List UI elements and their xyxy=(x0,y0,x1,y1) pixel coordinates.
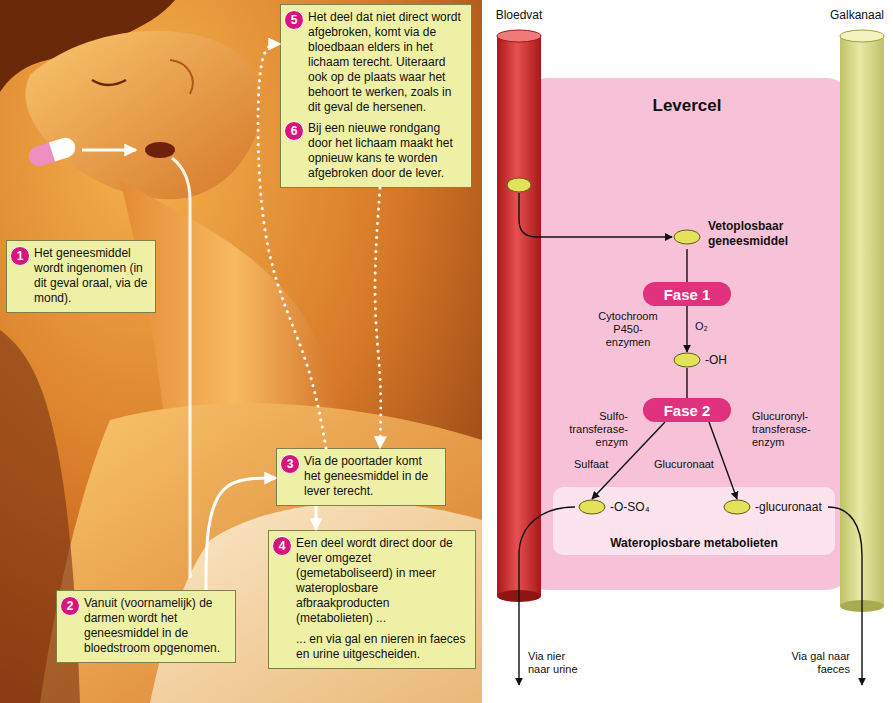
molecule-oval xyxy=(579,500,605,514)
phase-badge: Fase 1 xyxy=(643,282,731,306)
callout-box: 3Via de poortader komt het geneesmiddel … xyxy=(276,448,446,506)
metabolite-band: Wateroplosbare metabolieten -O-SO₄ -glucur… xyxy=(553,487,835,555)
swallow-route xyxy=(172,158,190,578)
eyelid xyxy=(92,80,126,85)
molecule: -O-SO₄ xyxy=(577,499,650,515)
molecule-oval xyxy=(672,229,702,245)
blood-vessel: Bloedvat xyxy=(497,30,541,602)
molecule-oval xyxy=(577,499,607,515)
shoulder xyxy=(40,403,482,703)
callout-text: Vanuit (voornamelijk) de darmen wordt he… xyxy=(84,596,228,656)
blood-vessel-shape xyxy=(497,30,541,602)
drug-molecule xyxy=(507,178,531,192)
capsule xyxy=(26,135,78,169)
annotation: Cytochroom P450-enzymen xyxy=(592,310,664,350)
molecule-label: -O-SO₄ xyxy=(610,500,650,515)
molecule-oval xyxy=(674,353,700,367)
annotation: Glucuronyl-transferase-enzym xyxy=(752,410,832,450)
vessel-opening xyxy=(497,30,541,42)
molecule-oval xyxy=(672,352,702,368)
face xyxy=(25,31,260,200)
annotation: Via nier naar urine xyxy=(528,650,586,676)
vessel-label: Bloedvat xyxy=(484,8,554,22)
phase-label: Fase 2 xyxy=(664,402,711,419)
callout-text: Het deel dat niet direct wordt afgebroke… xyxy=(308,10,464,115)
callout-number: 5 xyxy=(284,10,304,30)
edge-label: Sulfaat xyxy=(572,458,610,471)
callout-text: Via de poortader komt het geneesmiddel i… xyxy=(304,454,438,499)
callout-number: 4 xyxy=(272,536,292,556)
callout-number: 1 xyxy=(10,246,30,266)
callout-box: 4Een deel wordt direct door de lever omg… xyxy=(268,530,476,669)
molecule-oval xyxy=(674,230,700,244)
flow-arrow xyxy=(375,188,381,448)
molecule-label: -glucuronaat xyxy=(755,500,822,515)
cell-heading: Levercel xyxy=(522,96,852,116)
molecule-oval xyxy=(724,500,750,514)
phase-badge: Fase 2 xyxy=(643,398,731,422)
molecule-label: Vetoplosbaar geneesmiddel xyxy=(708,219,798,249)
band-heading: Wateroplosbare metabolieten xyxy=(553,536,835,550)
vessel-label: Galkanaal xyxy=(814,8,884,22)
bile-duct-shape xyxy=(840,30,884,612)
uptake-line xyxy=(519,193,541,237)
phase-label: Fase 1 xyxy=(664,286,711,303)
edge-label: Glucuronaat xyxy=(652,458,716,471)
molecule-label: -OH xyxy=(705,353,727,368)
callout-text: ... en via gal en nieren in faeces en ur… xyxy=(296,626,468,662)
callout-text: Bij een nieuwe rondgang door het lichaam… xyxy=(308,115,464,181)
annotation: Sulfo-transferase-enzym xyxy=(556,410,628,450)
intake-arrow xyxy=(82,149,136,152)
flow-arrow xyxy=(686,306,687,352)
callout-box: 5Het deel dat niet direct wordt afgebrok… xyxy=(280,4,472,188)
callout-box: 2Vanuit (voornamelijk) de darmen wordt h… xyxy=(56,590,236,663)
annotation: O₂ xyxy=(695,320,708,333)
flow-arrow xyxy=(541,236,672,237)
flow-arrow xyxy=(315,506,318,530)
flow-arrow xyxy=(686,249,687,282)
photo-background xyxy=(0,0,482,703)
capsule-half xyxy=(49,135,78,161)
bile-duct: Galkanaal xyxy=(840,30,884,612)
nose xyxy=(170,60,193,94)
callout-text: Een deel wordt direct door de lever omge… xyxy=(296,536,468,626)
vessel-body xyxy=(840,36,884,606)
callout-box: 1Het geneesmiddel wordt ingenomen (in di… xyxy=(6,240,156,313)
callout-text: Het geneesmiddel wordt ingenomen (in dit… xyxy=(34,246,148,306)
molecule: -glucuronaat xyxy=(722,499,822,515)
flow-arrow xyxy=(206,478,276,590)
molecule: Vetoplosbaar geneesmiddel xyxy=(672,219,798,249)
callout-number: 3 xyxy=(280,454,300,474)
flow-arrow xyxy=(686,368,687,398)
mouth xyxy=(145,142,175,158)
annotation: Via gal naar faeces xyxy=(788,650,850,676)
molecule-oval xyxy=(722,499,752,515)
vessel-body xyxy=(497,36,541,596)
callout-number: 2 xyxy=(60,596,80,616)
callout-number: 6 xyxy=(284,121,304,141)
vessel-opening xyxy=(840,30,884,42)
molecule: -OH xyxy=(672,352,727,368)
